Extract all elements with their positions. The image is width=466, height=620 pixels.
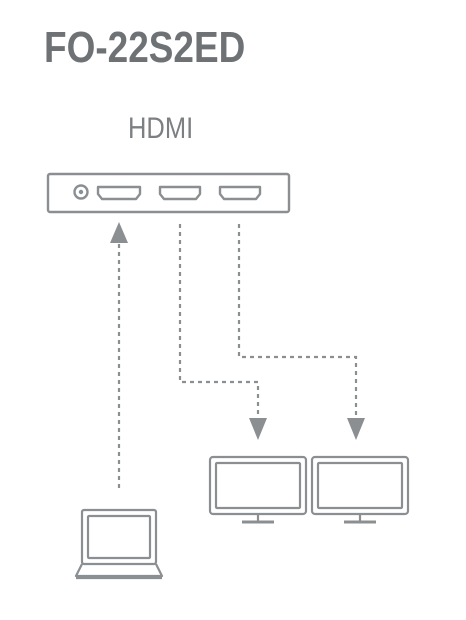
monitor-icon: [208, 455, 308, 524]
connection-output1-to-monitor1: [178, 224, 267, 440]
arrow-down-icon: [249, 418, 267, 440]
connection-laptop-to-input: [110, 222, 128, 488]
hdmi-output-port-2-icon: [218, 185, 262, 201]
splitter-box: [46, 172, 291, 214]
laptop-icon: [74, 508, 164, 580]
hdmi-label: HDMI: [128, 112, 194, 145]
monitor-icon: [310, 455, 410, 524]
connection-output2-to-monitor2: [237, 224, 365, 440]
hdmi-input-port-icon: [96, 185, 142, 201]
hdmi-output-port-1-icon: [158, 185, 202, 201]
power-port-icon: [73, 184, 89, 200]
arrow-down-icon: [347, 418, 365, 440]
arrow-up-icon: [110, 222, 128, 243]
product-title: FO-22S2ED: [44, 23, 246, 72]
